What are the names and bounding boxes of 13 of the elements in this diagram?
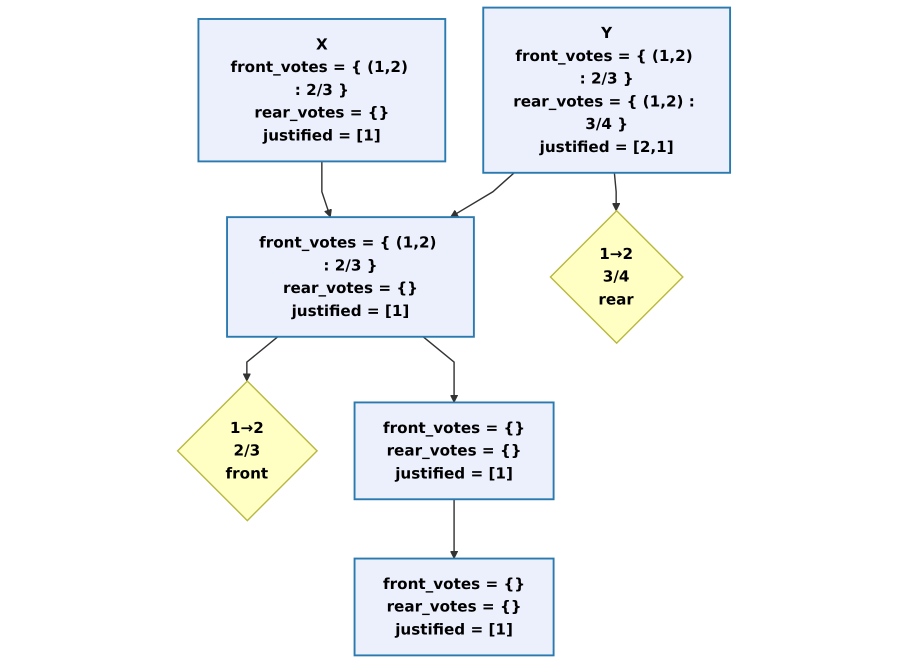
node-box: front_votes = {} rear_votes = {} justified = [1] bbox=[353, 558, 554, 656]
arrow bbox=[612, 172, 620, 212]
arrow bbox=[242, 336, 278, 382]
node-box: Y front_votes = { (1,2) : 2/3 } rear_votes = { (1,2) : 3/4 } justified = [2,1] bbox=[482, 6, 731, 174]
node-box: front_votes = { (1,2) : 2/3 } rear_votes = {} justified = [1] bbox=[226, 216, 474, 338]
arrow bbox=[320, 161, 332, 218]
node-diamond: 1→2 2/3 front bbox=[176, 380, 318, 522]
arrow bbox=[450, 172, 514, 218]
arrow bbox=[450, 499, 458, 559]
node-box: X front_votes = { (1,2) : 2/3 } rear_votes = {} justified = [1] bbox=[197, 18, 446, 162]
node-diamond: 1→2 3/4 rear bbox=[549, 210, 684, 344]
node-box: front_votes = {} rear_votes = {} justified = [1] bbox=[353, 401, 554, 500]
arrow bbox=[422, 336, 458, 403]
